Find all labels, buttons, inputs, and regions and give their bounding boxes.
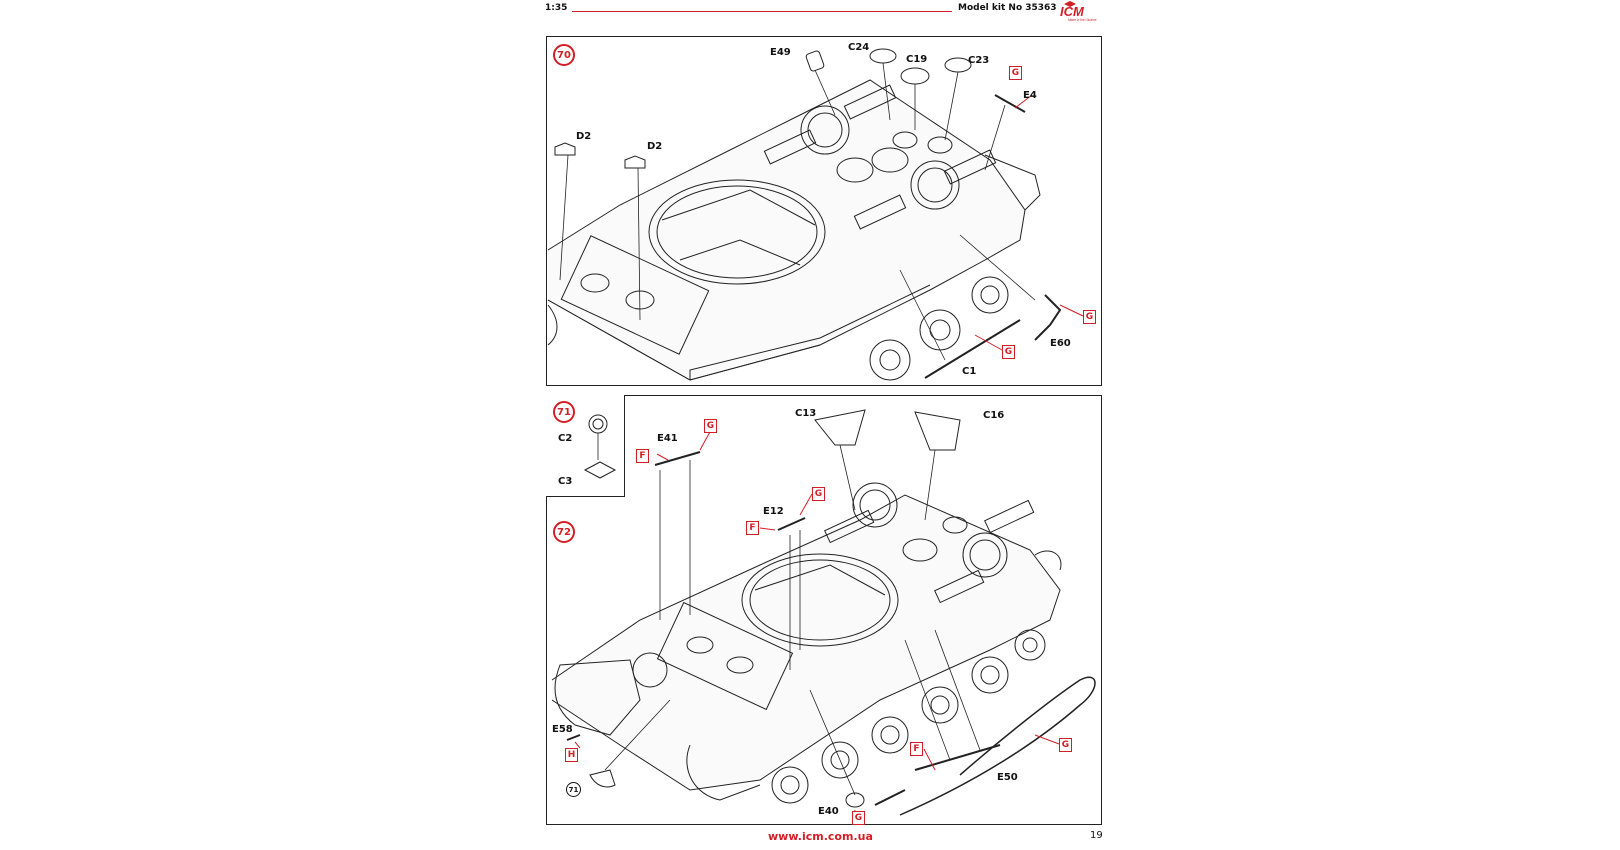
- sub-step-ref-badge: 71: [566, 782, 581, 797]
- part-label: D2: [576, 131, 592, 142]
- part-label: C16: [983, 410, 1005, 421]
- part-label: C24: [848, 42, 870, 53]
- part-label: D2: [647, 141, 663, 152]
- part-label: E60: [1050, 338, 1071, 349]
- paint-tag: G: [1059, 738, 1072, 752]
- step-70-badge: 70: [553, 44, 575, 66]
- icm-logo: ICM Made in the Ukraine: [1060, 1, 1097, 22]
- page-number: 19: [1090, 830, 1103, 841]
- paint-tag: F: [746, 521, 759, 535]
- svg-text:Made in the Ukraine: Made in the Ukraine: [1068, 18, 1097, 22]
- kit-number: Model kit No 35363: [958, 3, 1057, 13]
- svg-text:ICM: ICM: [1060, 4, 1085, 19]
- paint-tag: G: [812, 487, 825, 501]
- paint-tag: G: [852, 811, 865, 825]
- paint-tag: F: [636, 449, 649, 463]
- part-label: E49: [770, 47, 791, 58]
- header-rule: [572, 11, 952, 12]
- paint-tag: G: [704, 419, 717, 433]
- part-label: E40: [818, 806, 839, 817]
- paint-tag: H: [565, 748, 578, 762]
- part-label: C3: [558, 476, 573, 487]
- website-link[interactable]: www.icm.com.ua: [768, 830, 873, 843]
- paint-tag: G: [1083, 310, 1096, 324]
- paint-tag: F: [910, 742, 923, 756]
- part-label: E50: [997, 772, 1018, 783]
- paint-tag: G: [1002, 345, 1015, 359]
- step-72-badge: 72: [553, 521, 575, 543]
- part-label: E58: [552, 724, 573, 735]
- part-label: C13: [795, 408, 817, 419]
- paint-tag: G: [1009, 66, 1022, 80]
- part-label: C23: [968, 55, 990, 66]
- part-label: C1: [962, 366, 977, 377]
- part-label: E12: [763, 506, 784, 517]
- part-label: E41: [657, 433, 678, 444]
- part-label: C19: [906, 54, 928, 65]
- step-71-badge: 71: [553, 401, 575, 423]
- part-label: E4: [1023, 90, 1037, 101]
- part-label: C2: [558, 433, 573, 444]
- scale-label: 1:35: [545, 3, 568, 13]
